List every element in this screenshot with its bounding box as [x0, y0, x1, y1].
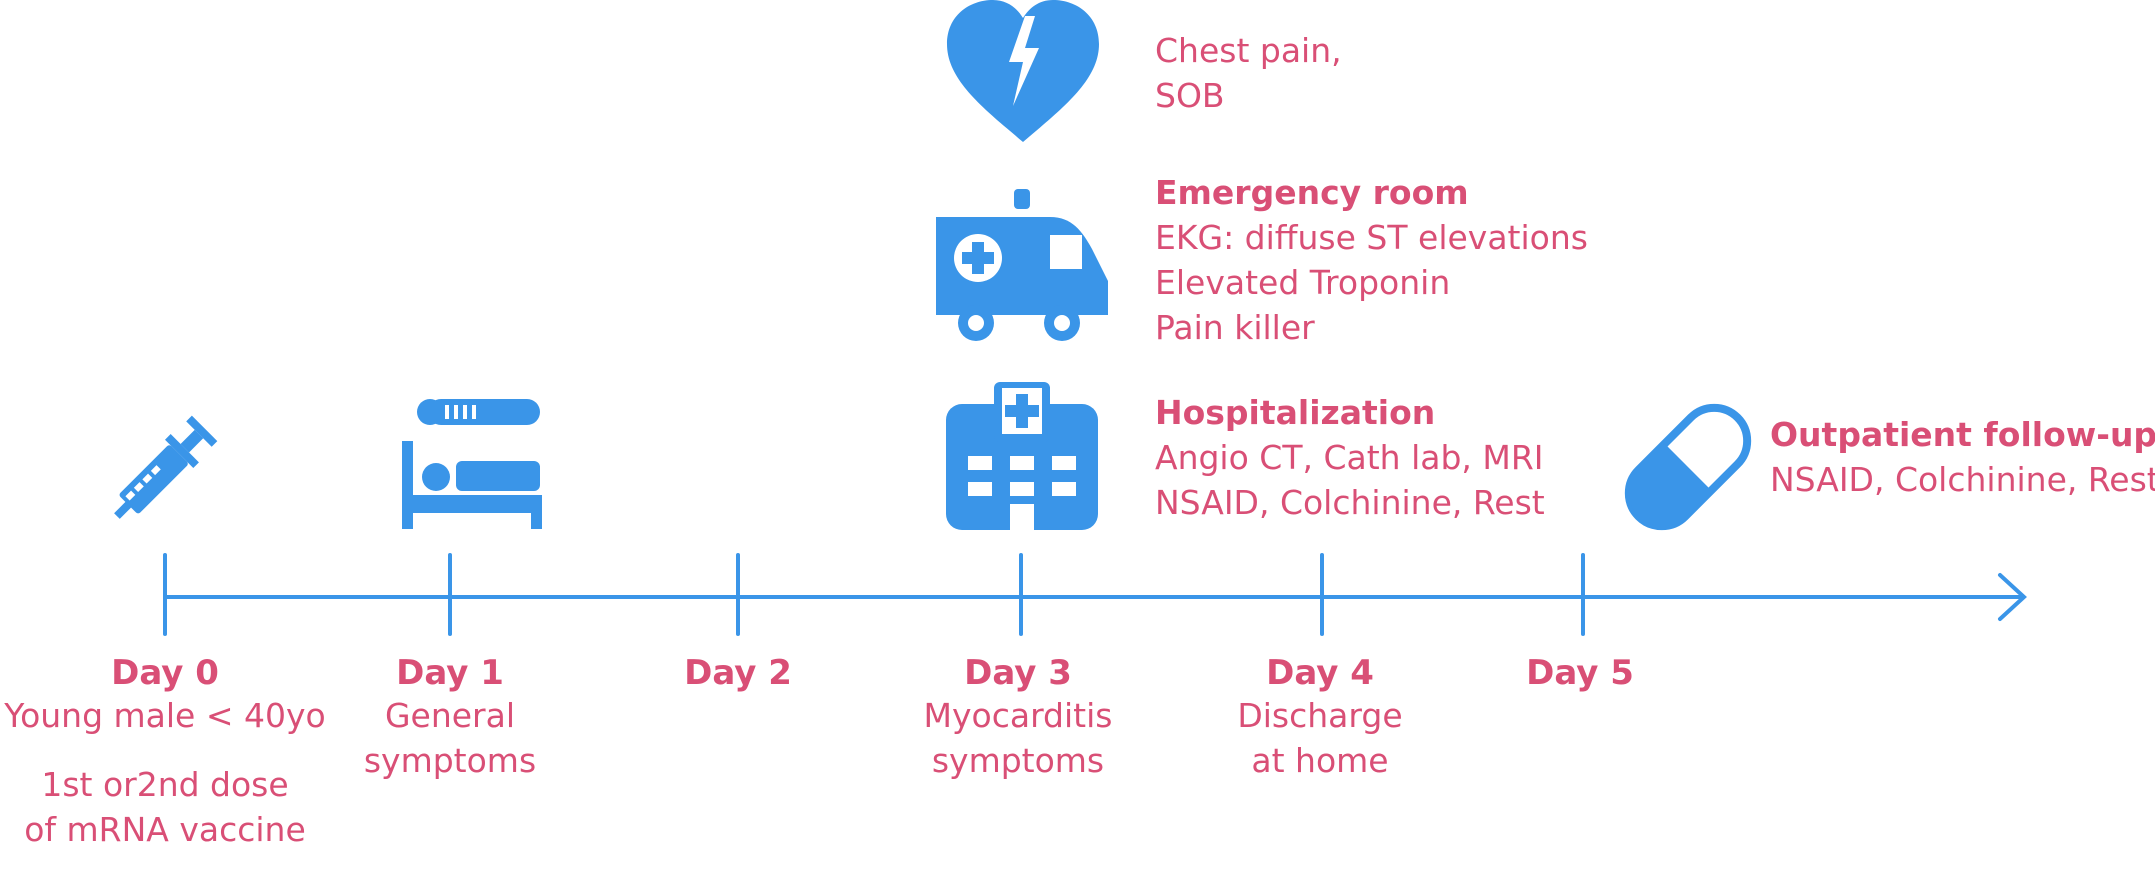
day-3-line-2: symptoms: [931, 741, 1105, 780]
day-0-line-1: Young male < 40yo: [4, 696, 326, 735]
hospital-icon: [946, 382, 1098, 530]
outpatient-title: Outpatient follow-up: [1770, 415, 2155, 454]
outpatient-line-1: NSAID, Colchinine, Rest: [1770, 460, 2155, 499]
day-3-block: Day 3 Myocarditis symptoms: [924, 653, 1113, 783]
day-1-block: Day 1 General symptoms: [364, 653, 536, 783]
day-1-line-2: symptoms: [363, 741, 537, 780]
outpatient-note: Outpatient follow-up NSAID, Colchinine, …: [1770, 412, 2155, 502]
emergency-room-title: Emergency room: [1155, 173, 1469, 212]
day-3-label: Day 3: [964, 653, 1072, 693]
chest-pain-line-2: SOB: [1155, 76, 1225, 115]
pill-capsule-icon: [1624, 403, 1752, 531]
day-1-label: Day 1: [396, 653, 504, 693]
hospitalization-line-2: NSAID, Colchinine, Rest: [1155, 483, 1545, 522]
day-3-line-1: Myocarditis: [923, 696, 1113, 735]
day-4-label: Day 4: [1266, 653, 1374, 693]
day-4-block: Day 4 Discharge at home: [1237, 653, 1402, 783]
day-0-block: Day 0 Young male < 40yo 1st or2nd dose o…: [4, 653, 325, 852]
day-4-line-2: at home: [1251, 741, 1389, 780]
day-0-extra-2: of mRNA vaccine: [24, 810, 306, 849]
emergency-line-3: Pain killer: [1155, 308, 1315, 347]
day-5-block: Day 5: [1526, 653, 1634, 693]
day-0-label: Day 0: [111, 653, 219, 693]
emergency-line-1: EKG: diffuse ST elevations: [1155, 218, 1588, 257]
hospitalization-note: Hospitalization Angio CT, Cath lab, MRI …: [1155, 390, 1545, 525]
day-1-line-1: General: [384, 696, 516, 735]
broken-heart-icon: [947, 0, 1099, 142]
chest-pain-note: Chest pain, SOB: [1155, 28, 1342, 118]
chest-pain-line-1: Chest pain,: [1155, 31, 1342, 70]
ambulance-icon: [936, 189, 1108, 341]
day-5-label: Day 5: [1526, 653, 1634, 693]
day-2-label: Day 2: [684, 653, 792, 693]
sick-bed-thermometer-icon: [402, 399, 542, 529]
day-4-line-1: Discharge: [1237, 696, 1403, 735]
syringe-icon: [114, 415, 218, 519]
emergency-room-note: Emergency room EKG: diffuse ST elevation…: [1155, 170, 1588, 350]
hospitalization-line-1: Angio CT, Cath lab, MRI: [1155, 438, 1544, 477]
emergency-line-2: Elevated Troponin: [1155, 263, 1451, 302]
day-0-extra-1: 1st or2nd dose: [41, 765, 289, 804]
day-2-block: Day 2: [684, 653, 792, 693]
hospitalization-title: Hospitalization: [1155, 393, 1436, 432]
